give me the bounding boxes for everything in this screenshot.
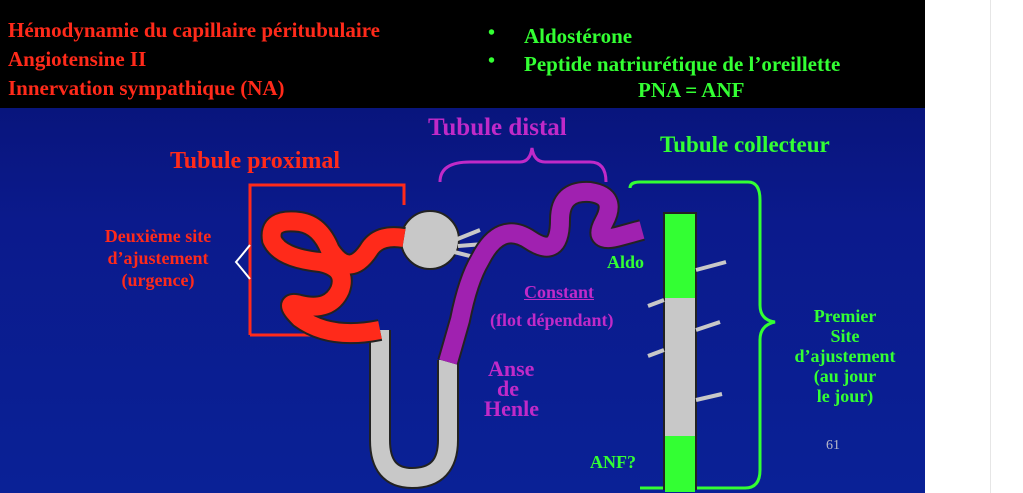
distal-brace: [438, 147, 608, 183]
header-line-3: Innervation sympathique (NA): [8, 76, 285, 100]
ascending-limb-fill: [439, 182, 645, 365]
collecteur-brace: [628, 180, 776, 490]
label-anse: Anse: [488, 356, 535, 381]
label-premier-site-2: Site: [830, 326, 860, 346]
header-line-2: Angiotensine II: [8, 47, 147, 71]
glomerulus: [400, 210, 460, 270]
label-aldo: Aldo: [607, 252, 645, 272]
label-premier-site-4: (au jour: [813, 366, 877, 386]
header-band: [0, 0, 925, 108]
header-item-aldosterone: Aldostérone: [524, 24, 633, 48]
label-deuxieme-site-1: Deuxième site: [104, 226, 212, 246]
header-item-pna-anf: PNA = ANF: [638, 78, 745, 102]
label-tubule-proximal: Tubule proximal: [170, 148, 341, 174]
header-item-pna: Peptide natriurétique de l’oreillette: [524, 52, 841, 76]
deuxieme-site-curl: [234, 244, 251, 280]
right-gutter: [925, 0, 1023, 493]
page-number: 61: [826, 438, 840, 453]
proximal-tubule-fill: [262, 212, 406, 343]
nephron-diagram: [234, 147, 776, 492]
label-premier-site-5: le jour): [816, 386, 874, 406]
slide: Hémodynamie du capillaire péritubulaire …: [0, 0, 925, 493]
label-tubule-distal: Tubule distal: [428, 114, 567, 141]
label-henle: Henle: [484, 396, 539, 421]
label-deuxieme-site-2: d’ajustement: [107, 248, 209, 268]
header-line-1: Hémodynamie du capillaire péritubulaire: [8, 18, 380, 42]
bullet-1: •: [488, 22, 496, 44]
collecting-branches: [647, 260, 727, 402]
label-premier-site-3: d’ajustement: [794, 346, 896, 366]
henle-loop-fill: [371, 330, 457, 488]
bullet-2: •: [488, 50, 496, 72]
label-constant: Constant: [524, 282, 595, 302]
proximal-brace: [248, 183, 406, 335]
label-tubule-collecteur: Tubule collecteur: [660, 132, 830, 157]
label-premier-site-1: Premier: [813, 306, 877, 326]
label-flot-dependant: (flot dépendant): [490, 310, 614, 330]
right-divider: [990, 0, 991, 493]
label-deuxieme-site-3: (urgence): [121, 270, 195, 290]
label-de: de: [497, 376, 519, 401]
label-anf: ANF?: [590, 452, 636, 472]
